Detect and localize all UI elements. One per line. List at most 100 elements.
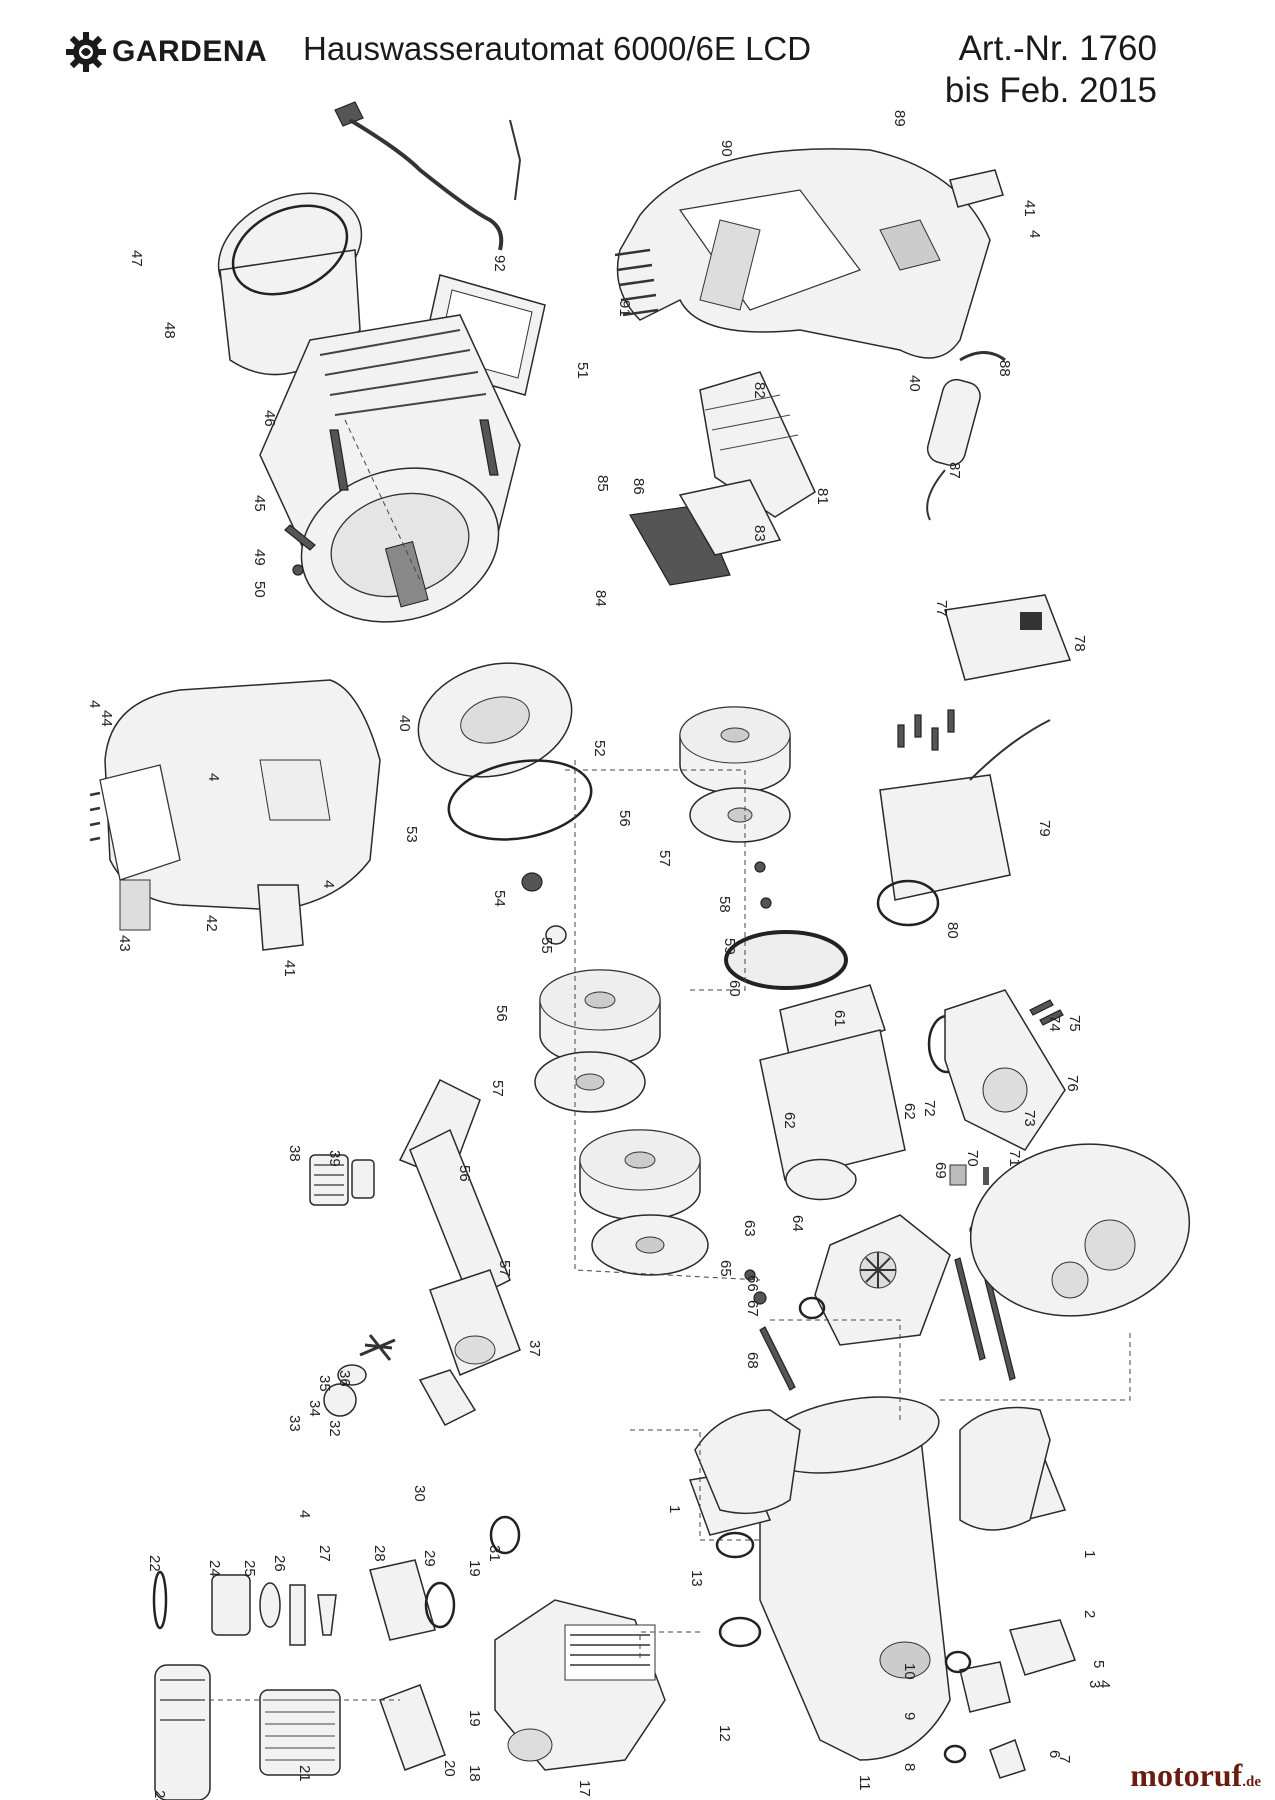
part-number-label: 71 (1006, 1150, 1023, 1167)
part-number-label: 4 (296, 1510, 313, 1518)
part-number-label: 4 (205, 773, 222, 781)
part-number-label: 46 (261, 410, 278, 427)
header: GARDENA Hauswasserautomat 6000/6E LCD Ar… (0, 0, 1275, 110)
nut-66-shape (744, 1269, 756, 1281)
suction-pipe-37-shape (398, 1078, 521, 1426)
housing-bottom-42-shape (89, 679, 381, 931)
seal-55-shape (545, 925, 567, 945)
o-ring-8-shape (943, 1744, 967, 1764)
part-number-label: 59 (721, 938, 738, 955)
part-number-label: 92 (491, 255, 508, 272)
part-number-label: 4 (86, 700, 103, 708)
part-number-label: 91 (616, 300, 633, 317)
part-number-label: 21 (296, 1765, 313, 1782)
o-ring-29-shape (424, 1581, 456, 1629)
pump-tube-62-shape (759, 1029, 906, 1181)
part-number-label: 54 (491, 890, 508, 907)
filter-38-shape (309, 1154, 349, 1206)
part-number-label: 41 (1021, 200, 1038, 217)
part-number-label: 26 (271, 1555, 288, 1572)
part-number-label: 6 (1046, 1750, 1063, 1758)
capacitor-87-shape (926, 351, 1006, 521)
part-number-label: 27 (316, 1545, 333, 1562)
part-number-label: 57 (656, 850, 673, 867)
part-number-label: 67 (744, 1300, 761, 1317)
switch-window (1020, 612, 1042, 630)
filter-insert-21-shape (259, 1689, 341, 1776)
o-ring-22-shape (152, 1570, 168, 1630)
part-number-label: 34 (306, 1400, 323, 1417)
part-number-label: 7 (1056, 1755, 1073, 1763)
part-number-label: 9 (901, 1712, 918, 1720)
part-number-label: 44 (98, 710, 115, 727)
part-number-label: 29 (421, 1550, 438, 1567)
stage-discs-left (534, 969, 709, 1276)
part-number-label: 56 (493, 1005, 510, 1022)
o-ring-12-shape (718, 1616, 762, 1648)
part-number-label: 2 (1081, 1610, 1098, 1618)
part-number-label: 25 (241, 1560, 258, 1577)
pressure-assembly-73-shape (944, 989, 1066, 1151)
validity-date: bis Feb. 2015 (944, 71, 1157, 110)
cover-41-shape (949, 169, 1004, 208)
part-number-label: 17 (576, 1780, 593, 1797)
part-number-label: 8 (901, 1763, 918, 1771)
filter-lid-23-shape (154, 1664, 211, 1800)
part-number-label: 58 (716, 896, 733, 913)
watermark: motoruf.de (1130, 1757, 1261, 1794)
star-35-shape (359, 1334, 396, 1361)
pump-body-11-shape (688, 1396, 1067, 1761)
o-ring-13-shape (715, 1531, 755, 1559)
valve-33-shape (323, 1383, 357, 1417)
brand-logo: GARDENA (64, 30, 267, 74)
part-number-label: 23 (151, 1790, 168, 1800)
washer-67-shape (753, 1291, 767, 1305)
part-number-label: 79 (1036, 820, 1053, 837)
part-number-label: 66 (744, 1275, 761, 1292)
motor-45-shape (259, 314, 521, 623)
disc-25-shape (259, 1582, 281, 1628)
control-box-cable (969, 719, 1051, 781)
part-number-label: 76 (1064, 1075, 1081, 1092)
spring-24-shape (211, 1574, 251, 1636)
part-number-label: 4 (320, 880, 337, 888)
o-ring-10-shape (944, 1650, 972, 1674)
part-number-label: 48 (161, 322, 178, 339)
disc-34-shape (337, 1364, 367, 1386)
screw-75-shape (1029, 999, 1054, 1016)
clamp-1-shape (694, 1406, 1051, 1531)
gardena-gear-logo-icon (66, 32, 106, 72)
part-number-label: 61 (831, 1010, 848, 1027)
part-number-label: 19 (466, 1560, 483, 1577)
part-number-label: 49 (251, 549, 268, 566)
power-cord-shape (348, 118, 504, 251)
watermark-name: motoruf (1130, 1757, 1243, 1793)
part-number-label: 11 (856, 1775, 873, 1791)
knob-6-shape (1009, 1619, 1076, 1676)
part-number-label: 77 (933, 600, 950, 617)
part-number-label: 53 (403, 826, 420, 843)
part-number-label: 62 (901, 1103, 918, 1120)
screw-76-shape (1039, 1009, 1064, 1026)
drain-9-shape (959, 1661, 1011, 1713)
part-number-label: 52 (591, 740, 608, 757)
part-number-label: 81 (814, 488, 831, 505)
part-27-shape (317, 1594, 337, 1636)
part-number-label: 1 (666, 1505, 683, 1513)
part-number-label: 85 (594, 475, 611, 492)
part-number-label: 47 (128, 250, 145, 267)
part-number-label: 10 (901, 1663, 918, 1680)
part-number-label: 45 (251, 495, 268, 512)
pressure-tank-74-shape (969, 1143, 1191, 1317)
part-number-label: 40 (906, 375, 923, 392)
part-number-label: 19 (466, 1710, 483, 1727)
part-number-label: 50 (251, 581, 268, 598)
article-number-block: Art.-Nr. 1760 bis Feb. 2015 (945, 28, 1157, 112)
washer-50-shape (292, 564, 304, 576)
stage-discs-right (679, 706, 848, 990)
part-26-shape (289, 1584, 306, 1646)
part-number-label: 89 (891, 110, 908, 127)
part-number-label: 22 (146, 1555, 163, 1572)
part-number-label: 83 (751, 525, 768, 542)
part-number-label: 5 (1090, 1660, 1107, 1668)
